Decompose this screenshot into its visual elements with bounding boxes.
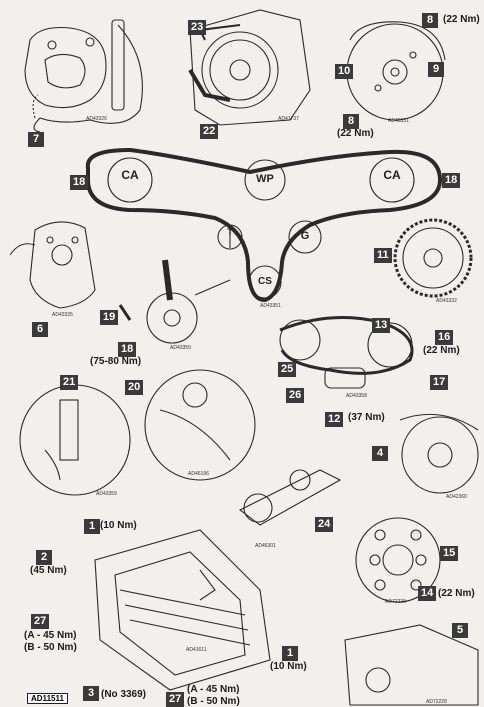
callout-1-bottom: 1 (282, 646, 298, 661)
crank-gear-drawing (393, 218, 473, 298)
pulley-label-cs: CS (258, 276, 272, 287)
image-code: AD43359 (96, 491, 117, 497)
torque-note-18: (75-80 Nm) (90, 356, 142, 367)
pulley-label-t: T (227, 227, 233, 237)
image-code: AD42360 (446, 494, 467, 500)
callout-24: 24 (315, 517, 334, 532)
callout-10: 10 (335, 64, 354, 79)
torque-note-12: (37 Nm) (348, 412, 385, 423)
torque-note-27-bottom-b: (B - 50 Nm) (187, 696, 240, 707)
callout-27-left: 27 (31, 614, 50, 629)
cylinder-head-drawing (9, 221, 96, 309)
torque-note-27-bottom-a: (A - 45 Nm) (187, 684, 240, 695)
torque-note-27-b: (B - 50 Nm) (24, 642, 77, 653)
timing-belt-routing (85, 147, 443, 303)
torque-note-1-bottom: (10 Nm) (270, 661, 307, 672)
tool-number-3: (No 3369) (101, 689, 147, 700)
callout-8-bottom: 8 (343, 114, 359, 129)
pulley-label-g: G (300, 230, 310, 242)
image-code: AD46301 (255, 543, 276, 549)
callout-14: 14 (418, 586, 437, 601)
callout-5: 5 (452, 623, 468, 638)
callout-22: 22 (200, 124, 219, 139)
pulley-label-ca-right: CA (383, 168, 401, 182)
callout-16: 16 (435, 330, 454, 345)
callout-13: 13 (372, 318, 391, 333)
callout-18-right: 18 (442, 173, 461, 188)
callout-20: 20 (125, 380, 144, 395)
callout-17: 17 (430, 375, 449, 390)
cam-pulley-drawing (188, 9, 311, 126)
pulley-label-ca-left: CA (121, 168, 139, 182)
torque-note-16: (22 Nm) (423, 345, 460, 356)
callout-18-left: 18 (70, 175, 89, 190)
image-code: AD43332 (436, 298, 457, 304)
belt-tensioner-drawing (279, 316, 414, 389)
camshaft-housing-drawing (24, 19, 143, 133)
image-code: AD43331 (388, 118, 409, 124)
pulley-label-wp: WP (256, 173, 274, 185)
figure-id: AD11511 (27, 693, 68, 704)
torque-note-27-a: (A - 45 Nm) (24, 630, 77, 641)
torque-note-14: (22 Nm) (438, 588, 475, 599)
image-code: AD43335 (52, 312, 73, 318)
callout-7: 7 (28, 132, 44, 147)
locking-pin-detail (19, 384, 131, 496)
callout-26: 26 (286, 388, 305, 403)
radiator-assembly-drawing (94, 529, 271, 691)
torque-note-8-bottom: (22 Nm) (337, 128, 374, 139)
callout-15: 15 (440, 546, 459, 561)
torque-note-2: (45 Nm) (30, 565, 67, 576)
engine-mount-drawing (344, 624, 479, 706)
image-code: AD72229 (385, 599, 406, 605)
timing-mark-detail (399, 413, 479, 494)
torque-note-1-top: (10 Nm) (100, 520, 137, 531)
callout-6: 6 (32, 322, 48, 337)
belt-fitting-tool-drawing (238, 469, 342, 526)
image-code: AD72228 (426, 699, 447, 705)
image-code: AD41737 (278, 116, 299, 122)
callout-1-top: 1 (84, 519, 100, 534)
callout-8-top: 8 (422, 13, 438, 28)
camshaft-lock-detail (144, 369, 256, 481)
image-code: AD43351 (260, 303, 281, 309)
torque-note-8-top: (22 Nm) (443, 14, 480, 25)
callout-18-mid: 18 (118, 342, 137, 357)
callout-12: 12 (325, 412, 344, 427)
callout-25: 25 (278, 362, 297, 377)
callout-9: 9 (428, 62, 444, 77)
image-code: AD43358 (346, 393, 367, 399)
image-code: AD43326 (86, 116, 107, 122)
callout-23: 23 (188, 20, 207, 35)
image-code: AD41611 (186, 647, 207, 653)
callout-21: 21 (60, 375, 79, 390)
callout-19: 19 (100, 310, 119, 325)
callout-3: 3 (83, 686, 99, 701)
image-code: AD46196 (188, 471, 209, 477)
callout-11: 11 (374, 248, 392, 263)
crankshaft-pulley-drawing (118, 259, 231, 344)
callout-2: 2 (36, 550, 52, 565)
callout-4: 4 (372, 446, 388, 461)
image-code: AD43350 (170, 345, 191, 351)
callout-27-bottom: 27 (166, 692, 185, 707)
